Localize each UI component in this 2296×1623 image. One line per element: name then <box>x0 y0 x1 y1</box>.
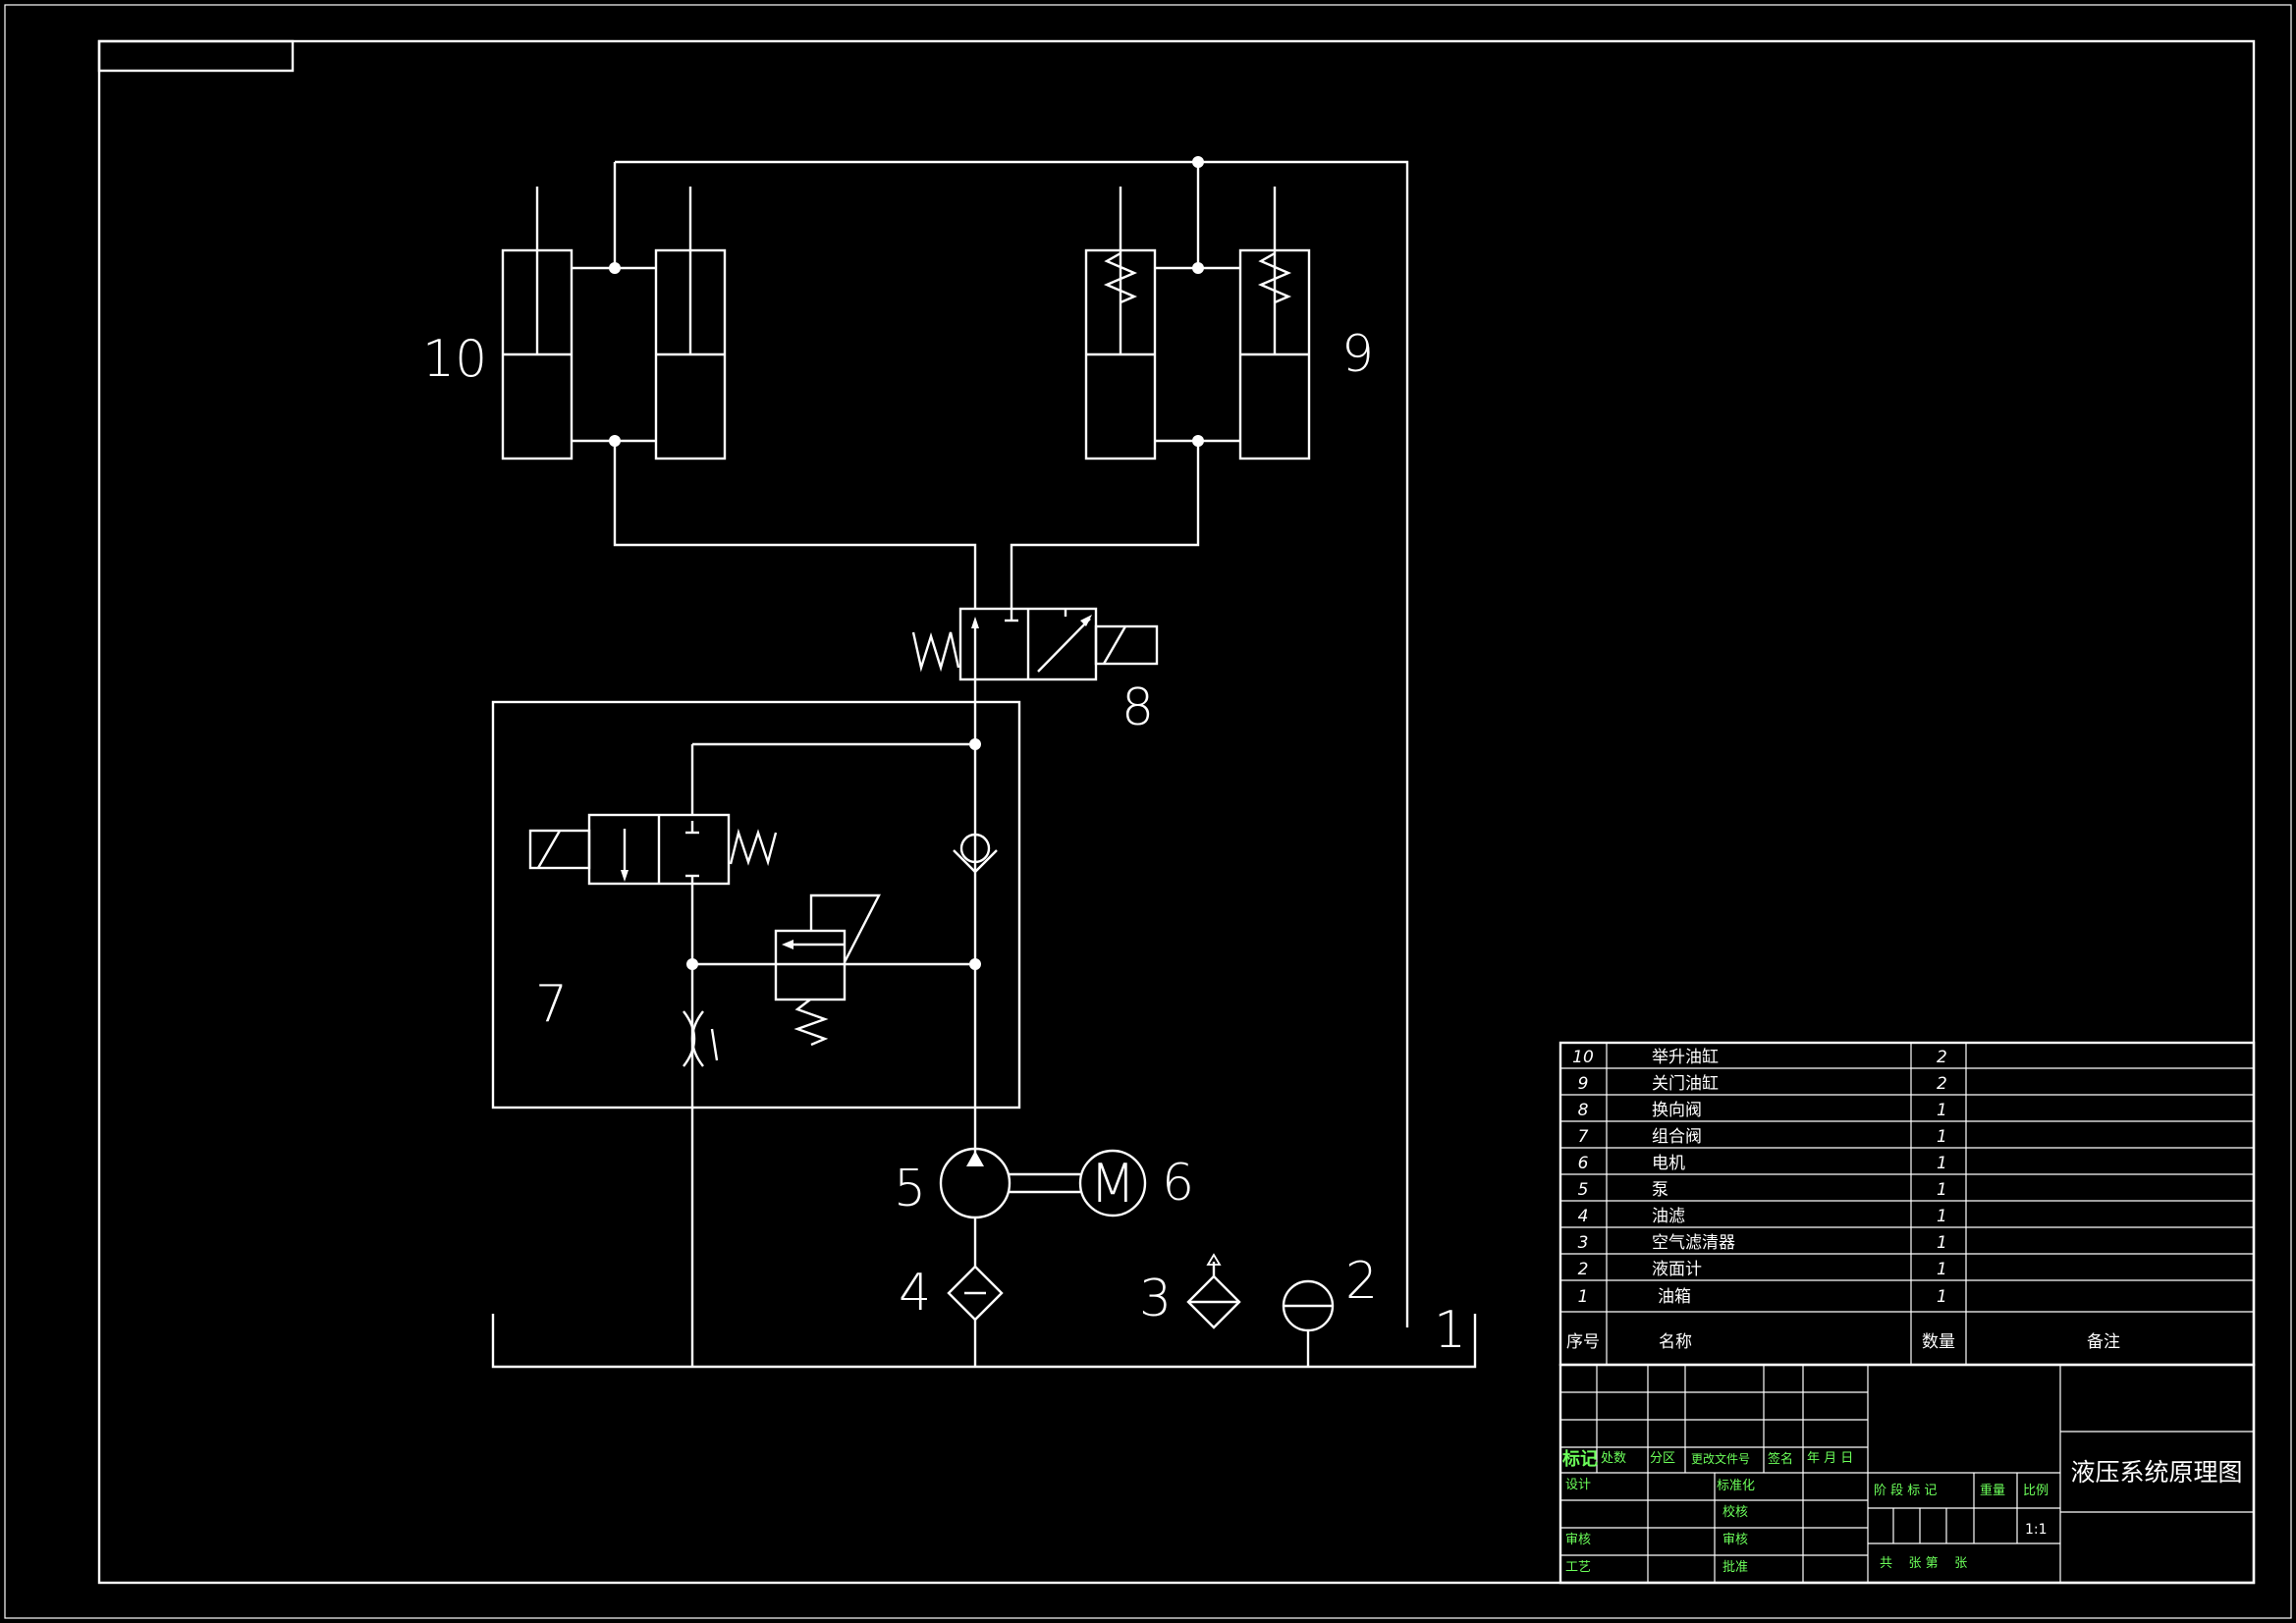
part-qty: 1 <box>1937 1233 1947 1253</box>
combination-valve-7 <box>491 679 1021 1367</box>
part-no: 3 <box>1578 1233 1589 1253</box>
part-no: 6 <box>1578 1154 1589 1173</box>
header-no: 序号 <box>1566 1332 1600 1352</box>
tb-stage-mark: 阶 段 标 记 <box>1874 1484 1937 1498</box>
part-qty: 1 <box>1937 1101 1947 1120</box>
part-name: 关门油缸 <box>1652 1073 1719 1094</box>
tb-zone: 分区 <box>1650 1451 1675 1466</box>
label-component-6: 6 <box>1162 1154 1194 1213</box>
tb-weight: 重量 <box>1980 1483 2005 1498</box>
lift-cylinders-10 <box>501 162 977 609</box>
label-component-1: 1 <box>1434 1301 1466 1360</box>
part-qty: 2 <box>1937 1048 1947 1067</box>
tb-standardize: 标准化 <box>1717 1479 1755 1493</box>
motor-m-letter: M <box>1090 1153 1136 1215</box>
part-qty: 2 <box>1937 1074 1947 1094</box>
header-qty: 数量 <box>1922 1332 1955 1352</box>
tb-date: 年 月 日 <box>1807 1451 1853 1466</box>
part-no: 4 <box>1578 1207 1589 1226</box>
drawing-frame <box>97 39 2256 1585</box>
tb-sheets: 共 张 第 张 <box>1880 1556 1967 1571</box>
parts-list-table <box>1558 1041 2256 1367</box>
tb-signature: 签名 <box>1768 1451 1793 1467</box>
part-no: 9 <box>1578 1074 1589 1094</box>
tb-scale-value: 1:1 <box>2025 1522 2048 1538</box>
part-name: 举升油缸 <box>1652 1047 1719 1067</box>
corner-label-box <box>97 39 295 73</box>
tb-proofread: 校核 <box>1722 1504 1748 1520</box>
part-no: 10 <box>1572 1048 1594 1067</box>
tb-process-check: 审核 <box>1722 1533 1748 1547</box>
tb-places: 处数 <box>1601 1451 1626 1466</box>
label-component-4: 4 <box>899 1264 931 1323</box>
part-no: 5 <box>1578 1180 1589 1200</box>
oil-filter-4 <box>947 1265 1004 1367</box>
oil-tank-1 <box>491 1314 1477 1369</box>
tb-scale-label: 比例 <box>2023 1484 2049 1498</box>
header-note: 备注 <box>2087 1332 2120 1352</box>
part-name: 液面计 <box>1652 1260 1702 1279</box>
tb-design: 设计 <box>1565 1478 1591 1492</box>
part-name: 空气滤清器 <box>1652 1233 1735 1253</box>
part-qty: 1 <box>1937 1154 1947 1173</box>
part-no: 7 <box>1578 1127 1589 1147</box>
label-component-10: 10 <box>422 330 487 389</box>
label-component-8: 8 <box>1121 678 1154 737</box>
label-component-3: 3 <box>1139 1270 1172 1328</box>
part-no: 2 <box>1578 1260 1589 1279</box>
header-name: 名称 <box>1659 1332 1692 1352</box>
tb-change-doc: 更改文件号 <box>1691 1451 1750 1466</box>
tb-process: 工艺 <box>1565 1560 1591 1575</box>
label-component-5: 5 <box>894 1160 926 1218</box>
tb-review: 审核 <box>1565 1533 1591 1547</box>
tb-mark: 标记 <box>1561 1448 1598 1470</box>
pump-5 <box>939 1147 1011 1267</box>
title-block <box>1558 1363 2256 1585</box>
part-name: 电机 <box>1652 1154 1685 1173</box>
part-name: 组合阀 <box>1652 1127 1702 1147</box>
tb-approve: 批准 <box>1722 1560 1748 1575</box>
return-line <box>615 160 1409 1327</box>
label-component-7: 7 <box>535 975 568 1034</box>
part-name: 泵 <box>1652 1180 1668 1200</box>
part-qty: 1 <box>1937 1260 1947 1279</box>
air-filter-3 <box>1186 1253 1241 1329</box>
label-component-9: 9 <box>1341 325 1374 384</box>
door-cylinders-9 <box>1010 156 1311 609</box>
part-name: 油滤 <box>1652 1207 1685 1226</box>
part-qty: 1 <box>1937 1207 1947 1226</box>
label-component-2: 2 <box>1345 1252 1378 1311</box>
part-name: 油箱 <box>1658 1287 1691 1307</box>
motor-6 <box>1010 1149 1147 1217</box>
outer-border <box>4 4 2292 1619</box>
directional-valve-8 <box>911 607 1159 681</box>
part-no: 1 <box>1578 1287 1589 1307</box>
part-no: 8 <box>1578 1101 1589 1120</box>
part-qty: 1 <box>1937 1180 1947 1200</box>
title-block-text: 标记 处数 分区 更改文件号 签名 年 月 日 设计 标准化 校核 审核 审核 … <box>1561 1448 2243 1575</box>
part-qty: 1 <box>1937 1127 1947 1147</box>
level-gauge-2 <box>1282 1279 1335 1367</box>
part-name: 换向阀 <box>1652 1101 1702 1120</box>
parts-list-rows: 10 举升油缸 2 9 关门油缸 2 8 换向阀 1 7 组合阀 1 6 电机 … <box>1566 1047 2120 1352</box>
drawing-title: 液压系统原理图 <box>2070 1458 2242 1487</box>
part-qty: 1 <box>1937 1287 1947 1307</box>
